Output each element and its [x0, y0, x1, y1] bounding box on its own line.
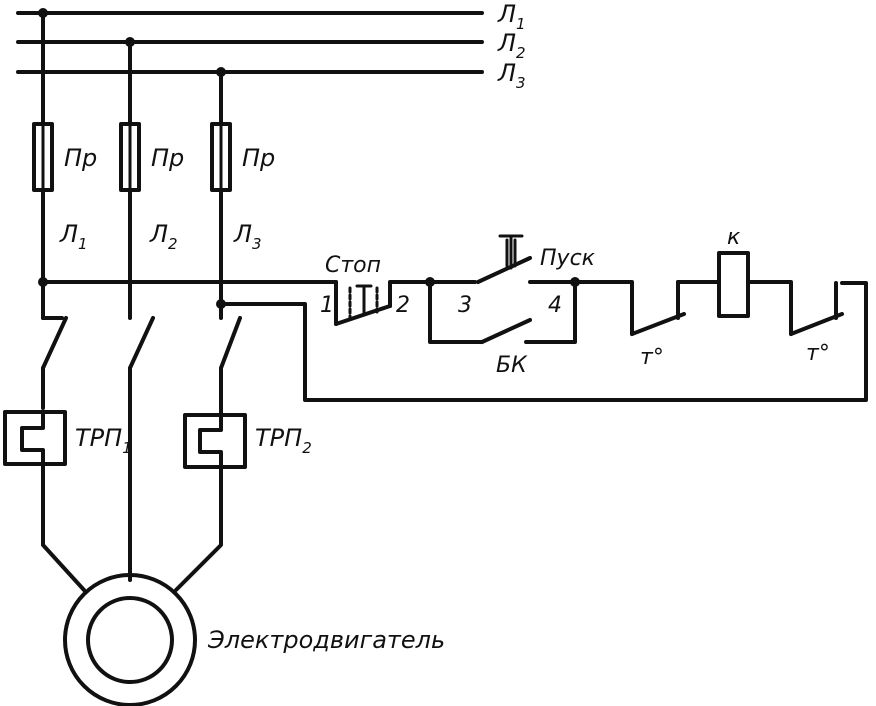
fuse-3-label: Пр — [242, 144, 275, 172]
supply-line-1-label: Л1 — [497, 0, 526, 33]
supply-line-2-label: Л2 — [497, 29, 526, 62]
contactor-coil — [717, 251, 750, 318]
thermal-relay-1 — [3, 410, 67, 466]
blocking-contact — [480, 318, 532, 344]
phase-2-label: Л2 — [149, 220, 178, 253]
main-contact-1 — [41, 316, 68, 410]
fuse-3 — [210, 122, 232, 192]
junction-dot-control-l1 — [38, 277, 48, 287]
thermal-relay-2 — [183, 413, 247, 469]
phase-3-label: Л3 — [233, 220, 262, 253]
main-contact-2 — [128, 316, 155, 562]
thermal-relay-1-label: ТРП1 — [75, 424, 132, 457]
contactor-label: к — [727, 225, 741, 250]
thermal-contact-1-label: т° — [640, 345, 664, 370]
wire-coil-to-thermal-2 — [746, 280, 793, 336]
terminal-2: 2 — [396, 293, 410, 318]
thermal-contact-1 — [630, 280, 686, 336]
thermal-relay-2-label: ТРП2 — [255, 424, 312, 457]
terminal-1: 1 — [320, 293, 334, 318]
fuse-2-label: Пр — [151, 144, 184, 172]
fuse-2 — [119, 122, 141, 192]
bk-wire-left — [428, 280, 484, 344]
wire-stop-to-start — [388, 280, 432, 302]
fuse-1 — [32, 122, 54, 192]
blocking-contact-label: БК — [496, 353, 528, 378]
phase-1-label: Л1 — [59, 220, 88, 253]
supply-line-3-label: Л3 — [497, 59, 526, 92]
stop-label: Стоп — [325, 253, 381, 278]
control-return-wire — [219, 281, 868, 402]
main-contact-3 — [219, 316, 242, 417]
bk-wire-right — [524, 280, 577, 344]
wire-to-thermal-1 — [573, 280, 634, 336]
terminal-4: 4 — [548, 293, 562, 318]
fuse-1-label: Пр — [64, 144, 97, 172]
motor-symbol — [63, 573, 197, 706]
thermal-contact-2-label: т° — [806, 341, 830, 366]
motor-wire-1 — [41, 462, 86, 592]
motor-label: Электродвигатель — [207, 626, 445, 654]
terminal-3: 3 — [458, 293, 472, 318]
start-button — [428, 234, 577, 284]
stop-button — [334, 280, 392, 326]
motor-wire-3 — [174, 465, 223, 592]
start-label: Пуск — [540, 246, 596, 271]
thermal-contact-2 — [789, 281, 844, 336]
